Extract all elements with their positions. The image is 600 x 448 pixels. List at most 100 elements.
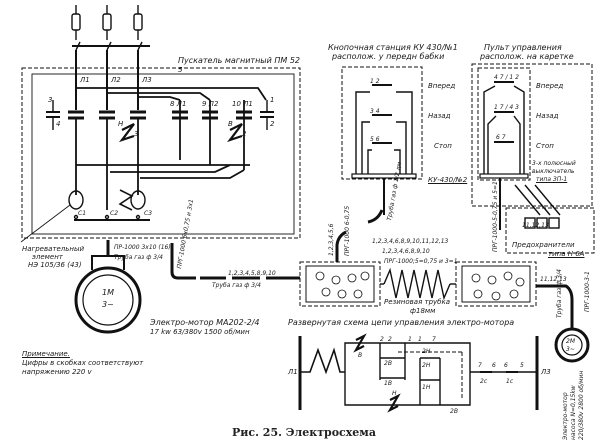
panel-model-label: КУ-430/№2 [428,176,468,184]
main-motor-desc-2: 17 kw 63/380v 1500 об/мин [150,328,250,336]
panel-wire-label: ПРГ-1000-5-0,75 и 5=1 [492,181,499,252]
phase-label-l2: Л2 [111,76,121,84]
panel-terminal-label: 11,12,13 [522,222,549,229]
ladder-label-2h: 2Н [422,348,431,355]
coil-label-b: В [228,120,233,128]
coil-label-2: 2 [242,130,247,138]
ladder-label-2c: 2с [480,378,488,385]
switch-label-1: 3-х полюсный [532,160,576,167]
fuses-label-2: типа Н 6А [548,250,585,258]
button-stop-contacts: 5 6 [370,136,380,143]
ladder-label-2b-contact: 2В [384,360,392,367]
heater-label-1: Нагревательный [22,245,85,253]
switch-label-2: выключатель [532,168,575,175]
button-station-enclosure [341,66,423,180]
ladder-label-1a: 1 [408,336,412,343]
button-forward-label: Вперед [428,82,456,90]
main-motor-desc-1: Электро-мотор МА202-2/4 [150,318,260,327]
panel-forward-contacts: 4 7 / 1 2 [494,74,519,81]
main-motor-symbol-1: 1M [102,288,114,297]
tube-e: Труба газ ф 3/4 [556,269,563,318]
terminals-b: 1,2,3,4,5,6 [328,223,335,256]
contact-number-3: 3 [48,96,53,104]
contact-number-1: 1 [270,96,275,104]
ladder-label-1b-contact: 1В [384,380,392,387]
heater-label-3: НЭ 105/36 (43) [28,261,82,269]
ladder-label-5: 5 [520,362,524,369]
note-title: Примечание. [22,350,70,358]
contact-number-5: 5 [178,66,183,74]
ladder-label-2b: 2 [388,336,392,343]
button-station-title: Кнопочная станция КУ 430/№1 [328,43,458,52]
wire-e: ПРГ-1000-3-1 [584,271,591,312]
phase-label-l3: Л3 [142,76,152,84]
pump-motor-symbol-2: 3~ [566,346,575,353]
pump-motor-symbol-1: 2M [566,338,575,345]
wire-b: ПРГ-1000 6-0,75 [344,205,351,256]
wire-c: ПРГ-1000;5=0,75 и 3=1 [384,258,458,265]
bus-right-label: Л3 [541,368,551,376]
control-scheme-title: Развернутая схема цепи управления электр… [288,318,515,327]
button-forward-contacts: 1 2 [370,78,380,85]
wire-label-w1: ПР-1000 3х10 (16) [114,244,171,251]
main-motor-icon [74,266,142,334]
fuse-icon [71,5,143,40]
contact-number-4: 4 [56,120,61,128]
rubber-tube-label-2: ф18мм [410,307,436,315]
phase-label-l1: Л1 [80,76,90,84]
main-motor-symbol-2: 3~ [102,300,114,309]
terminals-e: 11,12,13 [540,276,567,283]
control-panel-location: располож. на каретке [480,52,574,61]
terminals-c: 1,2,3,4,6,8,9,10,11,12,13 [372,238,449,245]
ladder-label-1c: 1с [506,378,514,385]
switch-label-3: типа ЗП-1 [536,176,568,183]
wire-tube-w1: Труба газ ф 3/4 [114,254,163,261]
button-stop-label: Стоп [434,142,452,150]
figure-caption: Рис. 25. Электросхема [232,426,376,439]
rubber-tube-label-1: Резиновая трубка [384,298,451,306]
heater-label-2: элемент [32,253,63,261]
ladder-label-6a: 6 [492,362,496,369]
ladder-label-2a: 2 [380,336,384,343]
tube-a: Труба газ ф 3/4 [212,282,261,289]
junction-box-right [455,261,537,307]
aux-label-8: 8 Л1 [170,100,187,108]
coil-label-3: 3 [134,130,139,138]
heater-label-c1: C1 [78,210,87,217]
control-panel-title: Пульт управления [484,43,562,52]
panel-stop-contacts: 6 7 [496,134,506,141]
heater-label-c2: C2 [110,210,119,217]
thermal-relay-icon [300,347,345,375]
heater-label-c3: C3 [144,210,153,217]
terminals-a: 1,2,3,4,5,8,9,10 [228,270,276,277]
ladder-label-7: 7 [432,336,436,343]
panel-stop-label: Стоп [536,142,554,150]
ladder-label-1b: 1 [418,336,422,343]
button-back-label: Назад [428,112,451,120]
ladder-label-b: В [358,352,363,359]
aux-label-10: 10 Л1 [232,100,253,108]
pump-motor-desc-3: 220/380v 2800 об/мин [578,370,585,440]
starter-title: Пускатель магнитный ПМ 52 [178,56,300,65]
contact-number-2: 2 [270,120,275,128]
panel-back-label: Назад [536,112,559,120]
rubber-tube-spring [383,267,451,301]
ladder-label-7b: 7 [478,362,482,369]
button-station-location: располож. у передн бабки [332,52,445,61]
fuses-label-1: Предохранители [512,241,575,249]
main-switch-icon [72,41,150,110]
note-line-1: Цифры в скобках соответствуют [22,359,144,367]
note-line-2: напряжению 220 v [22,368,92,376]
panel-back-contacts: 1 7 / 4 3 [494,104,519,111]
pump-motor-desc-1: Электро-мотор [562,392,569,440]
pump-motor-icon [554,327,590,363]
pump-motor-desc-2: насоса N=0,15kw [570,385,577,440]
ladder-label-6b: 6 [504,362,508,369]
terminals-d: 1,2,3,4,6,8,9,10 [382,248,430,255]
ladder-label-1h-contact: 1Н [422,384,431,391]
ladder-label-2b-bottom: 2В [450,408,458,415]
aux-label-9: 9 Л2 [202,100,219,108]
coil-label-h: Н [118,120,124,128]
ladder-label-2h-contact: 2Н [422,362,431,369]
